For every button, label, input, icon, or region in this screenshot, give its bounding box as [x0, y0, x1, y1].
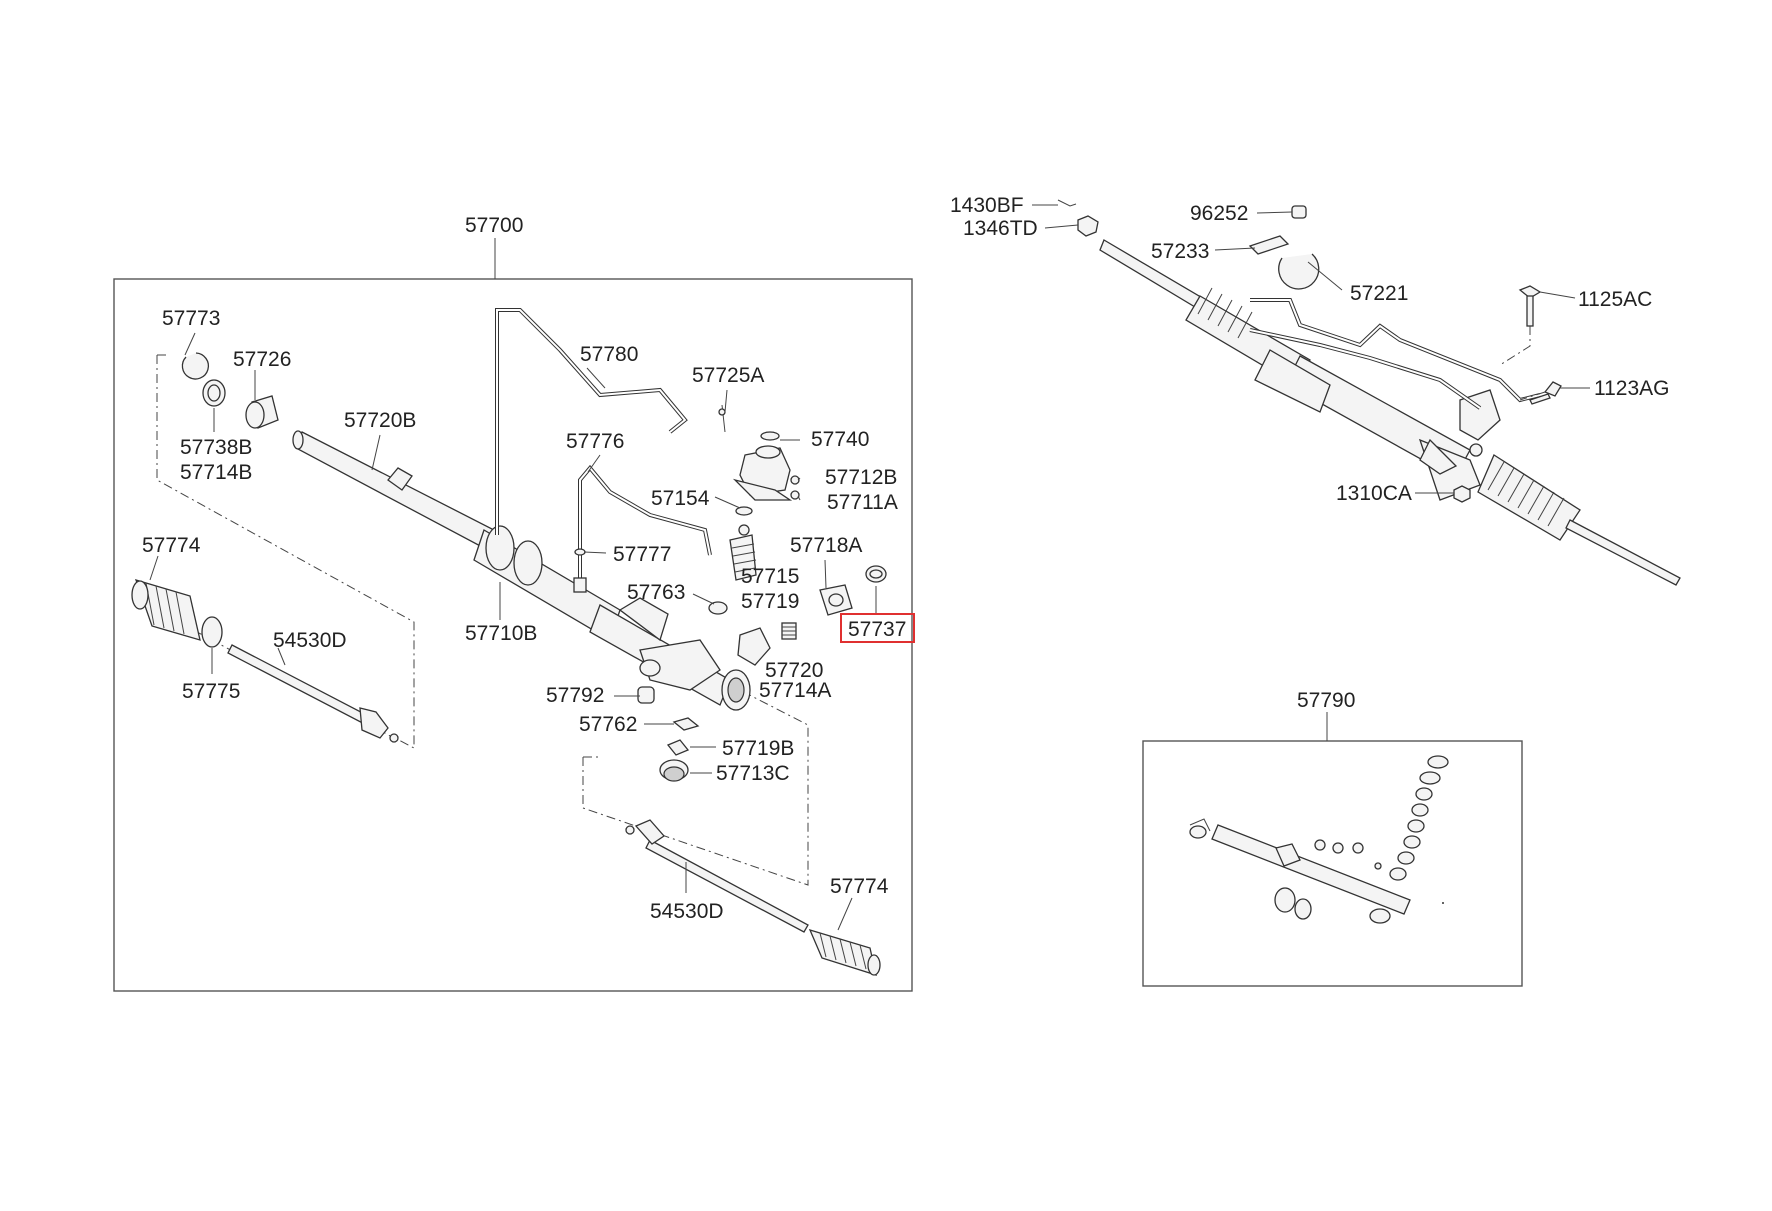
label-96252[interactable]: 96252	[1190, 202, 1248, 225]
pin-1430BF[interactable]	[1057, 199, 1077, 207]
nut-57762[interactable]	[672, 717, 700, 731]
label-1125AC[interactable]: 1125AC	[1578, 288, 1652, 311]
label-57720B[interactable]: 57720B	[344, 409, 416, 432]
label-57773[interactable]: 57773	[162, 307, 220, 330]
o-ring-57154[interactable]	[735, 506, 753, 516]
yoke-57719[interactable]	[737, 627, 771, 666]
nut-57719B[interactable]	[666, 739, 690, 756]
bushing-57792[interactable]	[637, 686, 655, 704]
boot-57774-left[interactable]	[131, 579, 201, 641]
pipe-57780[interactable]	[495, 308, 688, 535]
label-1430BF[interactable]: 1430BF	[950, 194, 1024, 217]
label-57775[interactable]: 57775	[182, 680, 240, 703]
label-57711A[interactable]: 57711A	[827, 491, 898, 514]
steering-gear-installed[interactable]	[1099, 239, 1681, 586]
label-57719B[interactable]: 57719B	[722, 737, 794, 760]
label-57762[interactable]: 57762	[579, 713, 637, 736]
plate-57718A[interactable]	[819, 584, 853, 616]
label-57726[interactable]: 57726	[233, 348, 291, 371]
label-1123AG[interactable]: 1123AG	[1594, 377, 1670, 400]
pipes-installed[interactable]	[1249, 298, 1541, 410]
label-57712B[interactable]: 57712B	[825, 466, 897, 489]
main-assembly-group	[113, 238, 913, 992]
o-ring-57777[interactable]	[574, 548, 586, 556]
label-57714B[interactable]: 57714B	[180, 461, 252, 484]
nut-57711A[interactable]	[790, 490, 800, 500]
label-57725A[interactable]: 57725A	[692, 364, 764, 387]
main-assembly-frame	[113, 278, 913, 992]
label-57763[interactable]: 57763	[627, 581, 685, 604]
part-labels: 57700 57773 57726 57738B 57714B 57720B 5…	[142, 194, 1670, 923]
label-57737[interactable]: 57737	[848, 618, 906, 641]
label-57154[interactable]: 57154	[651, 487, 710, 510]
repair-kit-frame	[1142, 740, 1523, 987]
label-1346TD[interactable]: 1346TD	[963, 217, 1038, 240]
pipe-57776[interactable]	[578, 464, 712, 585]
label-1310CA[interactable]: 1310CA	[1336, 482, 1412, 505]
label-57792[interactable]: 57792	[546, 684, 604, 707]
spring-57720[interactable]	[781, 622, 797, 640]
repair-kit-parts[interactable]	[1189, 755, 1449, 924]
label-57738B[interactable]: 57738B	[180, 436, 252, 459]
rack-tube-57720B[interactable]	[292, 430, 495, 549]
label-57720[interactable]: 57720	[765, 659, 823, 682]
installed-assembly-group	[1032, 199, 1681, 586]
label-57777[interactable]: 57777	[613, 543, 671, 566]
bolt-1125AC[interactable]	[1518, 285, 1542, 327]
label-57776[interactable]: 57776	[566, 430, 624, 453]
nut-1310CA[interactable]	[1453, 485, 1471, 503]
label-57718A[interactable]: 57718A	[790, 534, 862, 557]
label-57740[interactable]: 57740	[811, 428, 869, 451]
snap-ring-57773[interactable]	[181, 352, 210, 380]
cap-57713C[interactable]	[659, 759, 689, 782]
label-57710B[interactable]: 57710B	[465, 622, 537, 645]
label-57233[interactable]: 57233	[1151, 240, 1209, 263]
label-57774-left[interactable]: 57774	[142, 534, 201, 557]
label-57715[interactable]: 57715	[741, 565, 799, 588]
label-57700[interactable]: 57700	[465, 214, 523, 237]
label-57713C[interactable]: 57713C	[716, 762, 790, 785]
boot-57774-lower[interactable]	[808, 928, 881, 976]
bushing-96252[interactable]	[1291, 205, 1307, 219]
label-54530D-left[interactable]: 54530D	[273, 629, 347, 652]
repair-kit-group	[1142, 712, 1523, 987]
label-57719[interactable]: 57719	[741, 590, 799, 613]
bolt-1123AG[interactable]	[1529, 381, 1562, 405]
nut-1346TD[interactable]	[1077, 215, 1099, 237]
yoke-57715[interactable]	[729, 524, 757, 581]
valve-assembly-57725A[interactable]	[718, 404, 800, 501]
seal-57763[interactable]	[708, 601, 728, 615]
gear-housing-57710B[interactable]	[473, 525, 751, 711]
bushing-57726[interactable]	[245, 395, 279, 429]
seal-57740[interactable]	[760, 431, 780, 441]
label-57790[interactable]: 57790	[1297, 689, 1355, 712]
label-57780[interactable]: 57780	[580, 343, 638, 366]
label-54530D-lower[interactable]: 54530D	[650, 900, 724, 923]
cap-57737[interactable]	[865, 565, 887, 583]
highlight-box-57737	[840, 613, 915, 643]
label-57221[interactable]: 57221	[1350, 282, 1408, 305]
label-57714A[interactable]: 57714A	[759, 679, 831, 702]
label-57774-lower[interactable]: 57774	[830, 875, 889, 898]
tie-rod-54530D-left[interactable]	[227, 644, 399, 743]
clamp-57775[interactable]	[201, 616, 223, 648]
